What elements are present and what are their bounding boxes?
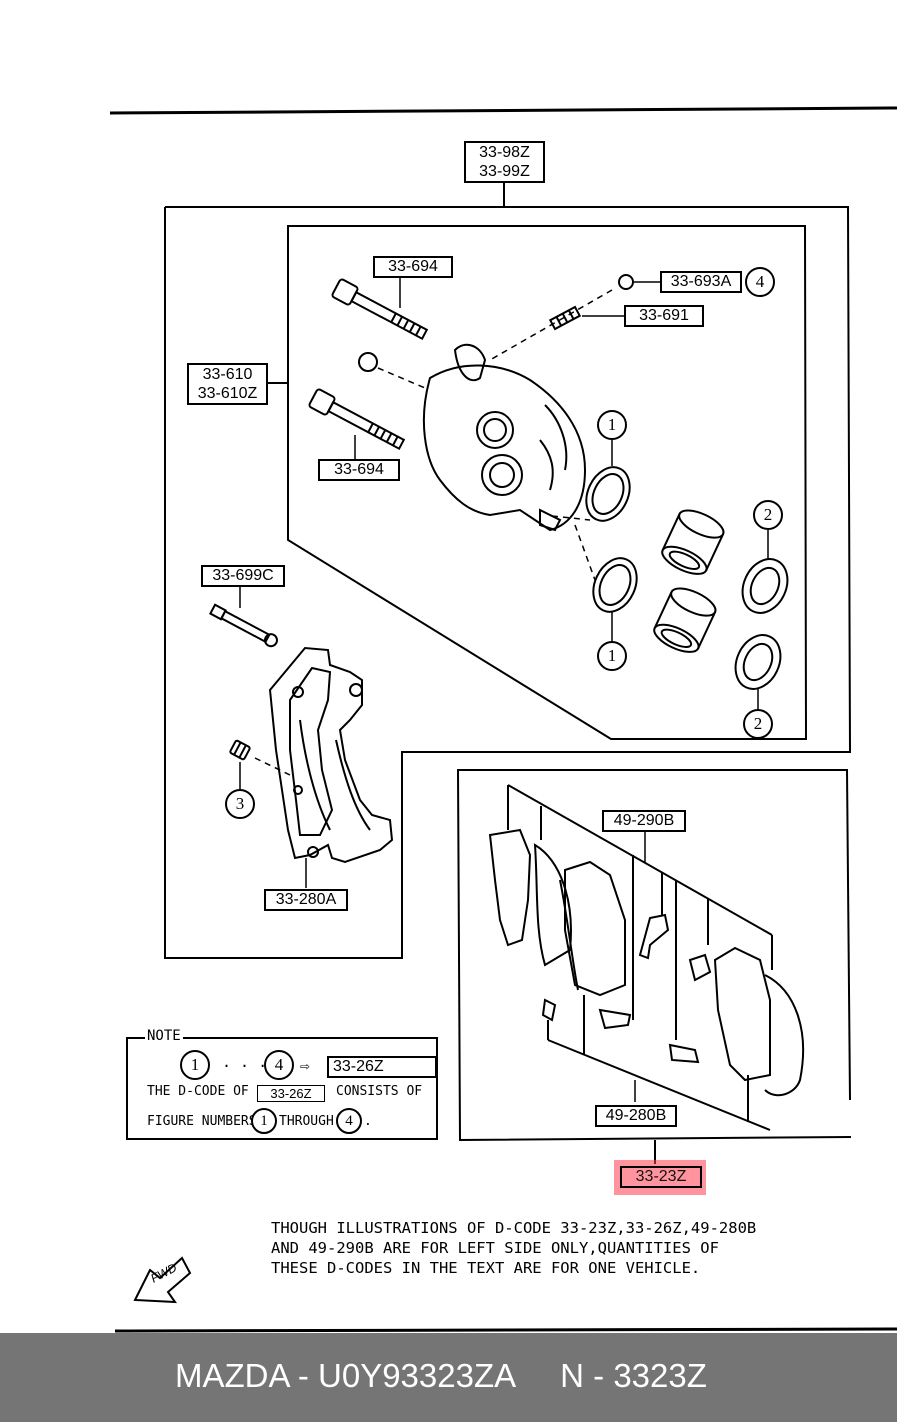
label-caliper-assy-line1: 33-610 (202, 366, 253, 383)
note-line2-suffix: CONSISTS OF (336, 1084, 423, 1099)
notice-line-3: THESE D-CODES IN THE TEXT ARE FOR ONE VE… (271, 1259, 701, 1277)
note-heading: NOTE (145, 1028, 183, 1044)
note-line3-to: 4 (336, 1108, 362, 1134)
label-caliper-assy-line2: 33-610Z (197, 385, 258, 402)
label-assembly-top-line1: 33-98Z (479, 144, 530, 161)
label-assembly-top[interactable]: 33-98Z 33-99Z (464, 141, 545, 183)
label-assembly-top-line2: 33-99Z (479, 163, 530, 180)
label-bracket[interactable]: 33-280A (264, 889, 348, 911)
circle-boot-upper: 2 (753, 500, 783, 530)
label-bleeder-screw[interactable]: 33-691 (624, 305, 704, 327)
label-bolt-upper[interactable]: 33-694 (373, 256, 453, 278)
footer-part-number: MAZDA - U0Y93323ZA N - 3323Z (175, 1357, 707, 1394)
note-line3-mid: THROUGH (279, 1114, 334, 1129)
note-dots: · · · (222, 1057, 268, 1075)
note-range-end: 4 (264, 1050, 294, 1080)
label-guide-pin[interactable]: 33-699C (201, 565, 285, 587)
note-line2-code[interactable]: 33-26Z (257, 1085, 325, 1102)
note-line3-prefix: FIGURE NUMBERS (147, 1114, 257, 1129)
footer-bar: MAZDA - U0Y93323ZA N - 3323Z (0, 1333, 897, 1422)
label-bleeder-cap[interactable]: 33-693A (660, 271, 742, 293)
circle-cap-ref: 4 (745, 267, 775, 297)
note-range-start: 1 (180, 1050, 210, 1080)
note-arrow: ⇨ (300, 1056, 310, 1075)
highlight-kit-label (614, 1160, 706, 1195)
label-bolt-lower[interactable]: 33-694 (318, 459, 400, 481)
label-pad-kit[interactable]: 33-23Z (620, 1166, 702, 1188)
circle-bushing: 3 (225, 789, 255, 819)
notice-text: THOUGH ILLUSTRATIONS OF D-CODE 33-23Z,33… (271, 1218, 756, 1278)
circle-seal-lower: 1 (597, 641, 627, 671)
label-pad-set[interactable]: 49-280B (595, 1105, 677, 1127)
label-pad-shim[interactable]: 49-290B (602, 810, 686, 832)
note-line3-from: 1 (251, 1108, 277, 1134)
label-caliper-assy[interactable]: 33-610 33-610Z (187, 363, 268, 405)
notice-line-2: AND 49-290B ARE FOR LEFT SIDE ONLY,QUANT… (271, 1239, 719, 1257)
circle-seal-upper: 1 (597, 410, 627, 440)
note-line2-prefix: THE D-CODE OF (147, 1084, 249, 1099)
note-kit-code[interactable]: 33-26Z (327, 1056, 437, 1078)
notice-line-1: THOUGH ILLUSTRATIONS OF D-CODE 33-23Z,33… (271, 1219, 757, 1237)
note-line3-end: . (364, 1114, 372, 1129)
circle-boot-lower: 2 (743, 709, 773, 739)
